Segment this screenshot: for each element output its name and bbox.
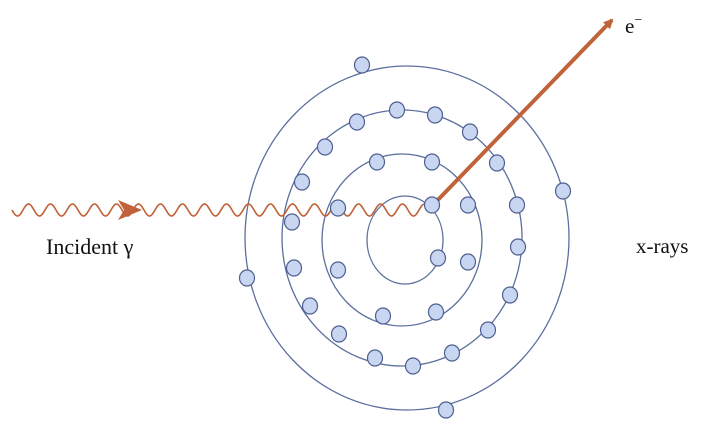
electron [479,321,497,339]
electron [429,249,447,267]
x-rays-label: x-rays [636,234,689,258]
electron [501,286,519,304]
electron [329,199,347,217]
electron [388,101,406,119]
electron [330,325,348,343]
orbit-shell-K [366,195,444,285]
electron [329,261,347,279]
electron [554,182,572,200]
ejected-electron-arrow [430,18,614,208]
electron [443,344,461,362]
electron [423,153,441,171]
electron [366,349,384,367]
electron [285,259,303,277]
electron [316,138,334,156]
electron [423,196,441,214]
electron [238,269,256,287]
orbits-group [244,65,570,411]
electron-label-base: e [625,14,635,38]
electron [353,56,371,74]
electron [461,123,479,141]
electron [374,307,392,325]
electron [293,173,311,191]
electron [283,213,301,231]
electron [437,401,455,419]
incident-photon-arrowhead [118,200,142,220]
electron [404,357,422,375]
electrons-group [238,56,572,419]
electron [348,113,366,131]
electron-label-charge: − [634,13,643,28]
electron [427,303,445,321]
electron [488,154,506,172]
electron [459,253,477,271]
incident-photon-wave [11,203,425,217]
electron [368,153,386,171]
electron [426,106,444,124]
orbit-shell-L [321,153,483,327]
electron-label: e− [625,13,642,39]
electron [459,196,477,214]
incident-gamma-label: Incident γ [46,234,134,259]
electron [301,297,319,315]
orbit-shell-N [244,65,570,411]
electron [509,238,527,256]
electron [508,196,526,214]
